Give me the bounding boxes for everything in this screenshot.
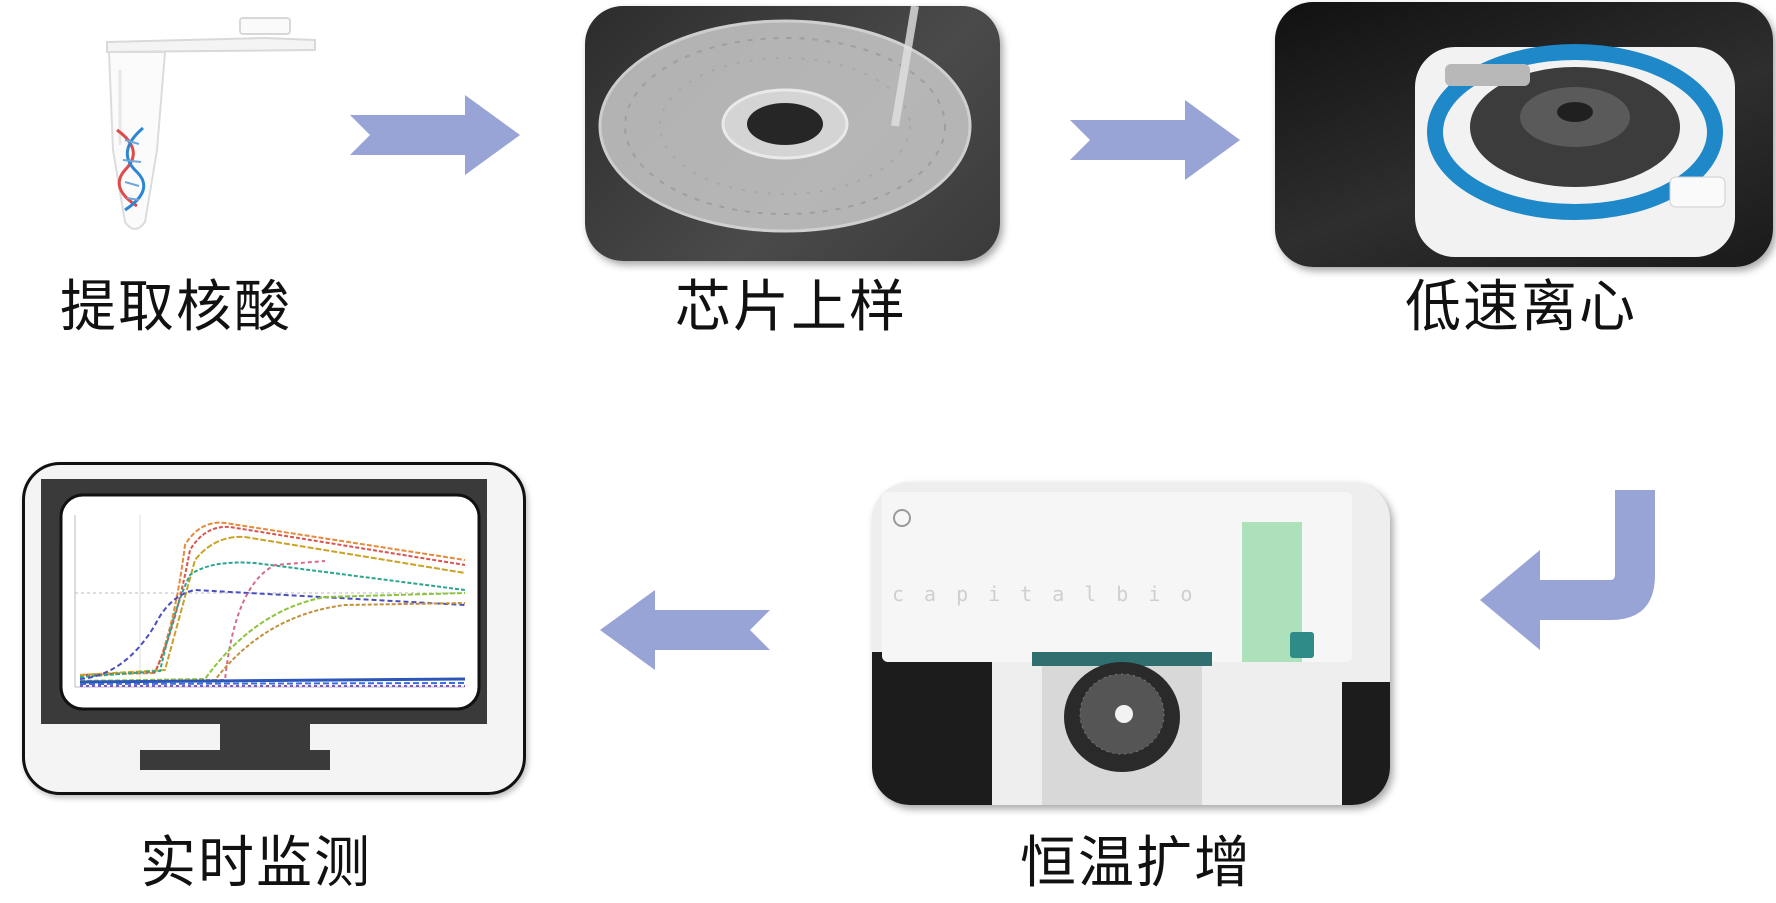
step-label-amplification: 恒温扩增 bbox=[1020, 831, 1252, 896]
amplification-instrument-photo: capitalbio bbox=[872, 482, 1390, 805]
step-label-extract: 提取核酸 bbox=[60, 275, 292, 340]
left-arrow-icon bbox=[600, 590, 770, 670]
step-label-centrifuge: 低速离心 bbox=[1405, 275, 1637, 340]
step-label-chip-loading: 芯片上样 bbox=[675, 275, 907, 340]
step-label-monitoring: 实时监测 bbox=[140, 831, 372, 896]
monitor-frame bbox=[22, 462, 526, 795]
chip-loading-photo bbox=[585, 6, 1000, 261]
centrifuge-photo bbox=[1275, 2, 1773, 267]
tube-illustration bbox=[106, 17, 316, 230]
instrument-brand-text: capitalbio bbox=[892, 582, 1213, 606]
right-arrow-icon bbox=[350, 95, 520, 175]
curved-arrow-icon bbox=[1480, 490, 1655, 650]
right-arrow-icon bbox=[1070, 100, 1240, 180]
